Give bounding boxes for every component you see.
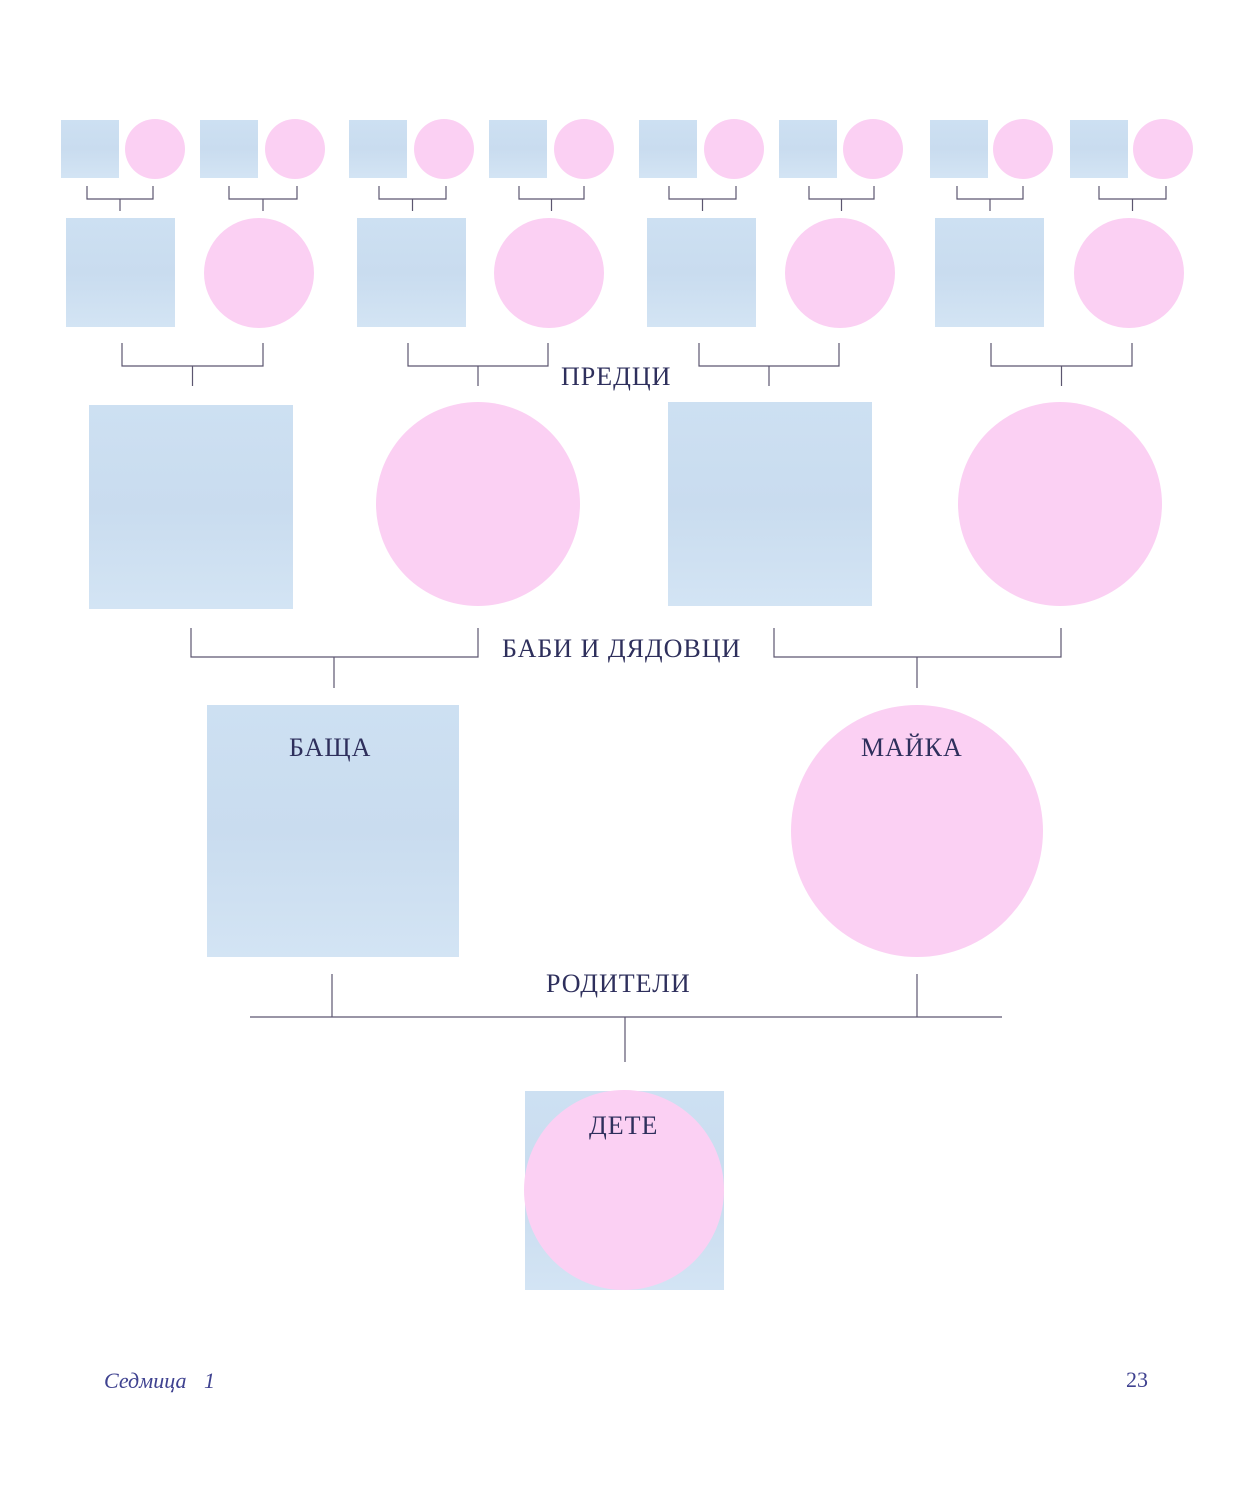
great-grandparent-female-circle	[494, 218, 604, 328]
ancestor-female-circle	[265, 119, 325, 179]
ancestor-female-circle	[414, 119, 474, 179]
ancestors-label: ПРЕДЦИ	[561, 362, 672, 391]
ancestor-male-square	[61, 120, 119, 178]
ancestor-female-circle	[554, 119, 614, 179]
small-couple-connector	[808, 186, 875, 211]
small-couple-connector	[228, 186, 298, 211]
page-number: 23	[1126, 1367, 1148, 1392]
ancestor-male-square	[930, 120, 988, 178]
ancestor-male-square	[1070, 120, 1128, 178]
mother-label: МАЙКА	[861, 733, 963, 762]
couple-connector	[121, 343, 264, 386]
father-label: БАЩА	[289, 733, 372, 762]
couple-connector	[698, 343, 840, 386]
grandparents-connector-left	[190, 628, 479, 688]
small-couple-connector	[668, 186, 737, 211]
couple-connector	[407, 343, 549, 386]
ancestor-male-square	[349, 120, 407, 178]
grandmother-paternal-circle	[376, 402, 580, 606]
ancestor-female-circle	[125, 119, 185, 179]
mother-circle	[791, 705, 1043, 957]
ancestor-male-square	[489, 120, 547, 178]
great-grandparent-male-square	[647, 218, 756, 327]
grandfather-maternal-square	[668, 402, 872, 606]
small-couple-connector	[378, 186, 447, 211]
footer-section: Седмица 1	[104, 1370, 215, 1392]
great-grandparent-female-circle	[204, 218, 314, 328]
parents-label: РОДИТЕЛИ	[546, 969, 691, 998]
small-couple-connector	[956, 186, 1024, 211]
ancestor-male-square	[200, 120, 258, 178]
grandfather-paternal-square	[89, 405, 293, 609]
great-grandparent-male-square	[935, 218, 1044, 327]
ancestor-female-circle	[993, 119, 1053, 179]
small-couple-connector	[518, 186, 585, 211]
grandparents-connector-right	[773, 628, 1062, 688]
grandparents-label: БАБИ И ДЯДОВЦИ	[502, 634, 742, 663]
child-circle	[524, 1090, 724, 1290]
father-square	[207, 705, 459, 957]
great-grandparent-male-square	[357, 218, 466, 327]
ancestor-female-circle	[843, 119, 903, 179]
ancestor-female-circle	[1133, 119, 1193, 179]
great-grandparent-male-square	[66, 218, 175, 327]
footer-section-number: 1	[203, 1368, 215, 1393]
great-grandparent-female-circle	[785, 218, 895, 328]
ancestor-female-circle	[704, 119, 764, 179]
parents-connector	[250, 974, 1002, 1062]
ancestor-male-square	[639, 120, 697, 178]
couple-connector	[990, 343, 1133, 386]
child-label: ДЕТЕ	[589, 1111, 659, 1140]
small-couple-connector	[86, 186, 154, 211]
footer-section-title: Седмица	[104, 1368, 187, 1393]
great-grandparent-female-circle	[1074, 218, 1184, 328]
grandmother-maternal-circle	[958, 402, 1162, 606]
ancestor-male-square	[779, 120, 837, 178]
small-couple-connector	[1098, 186, 1167, 211]
